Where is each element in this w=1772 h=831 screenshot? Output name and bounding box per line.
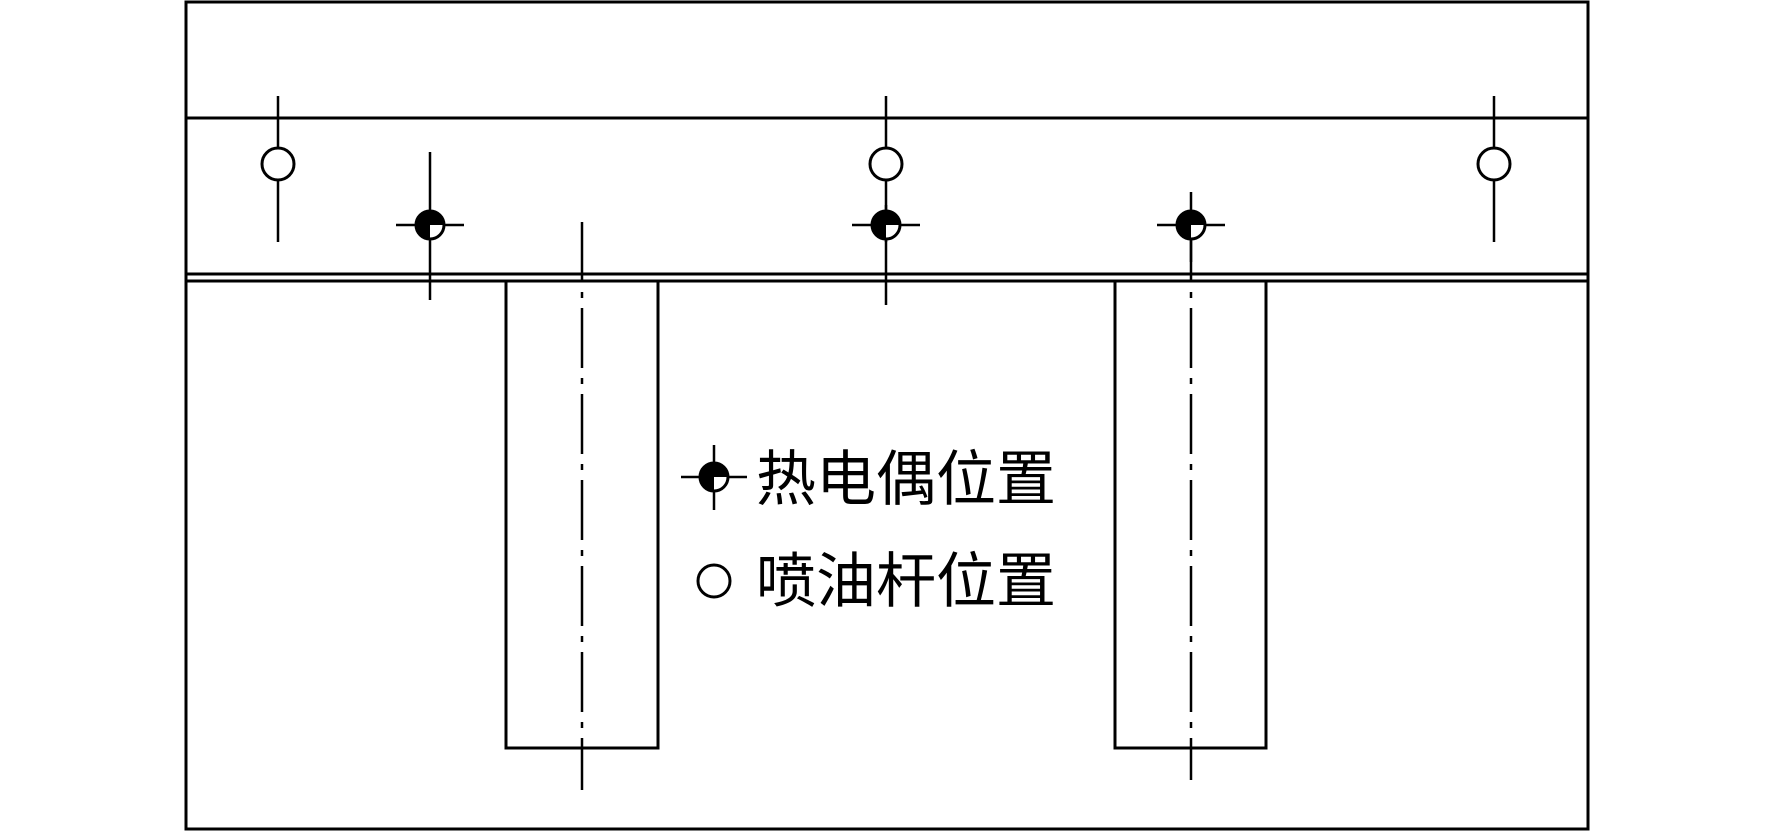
thermocouple-marker bbox=[1157, 192, 1225, 262]
legend-spray-bar-icon bbox=[696, 563, 732, 599]
spray-bar-marker bbox=[1476, 96, 1512, 242]
spray-bar-marker bbox=[260, 96, 296, 242]
legend-thermocouple-label: 热电偶位置 bbox=[756, 445, 1056, 515]
outer-frame bbox=[184, 0, 1590, 831]
legend-spray-bar-label: 喷油杆位置 bbox=[756, 547, 1056, 617]
legend: 热电偶位置 喷油杆位置 bbox=[681, 445, 1056, 617]
thermocouple-marker bbox=[396, 152, 464, 300]
thermocouple-marker bbox=[852, 205, 920, 305]
legend-thermocouple-icon bbox=[681, 445, 747, 510]
